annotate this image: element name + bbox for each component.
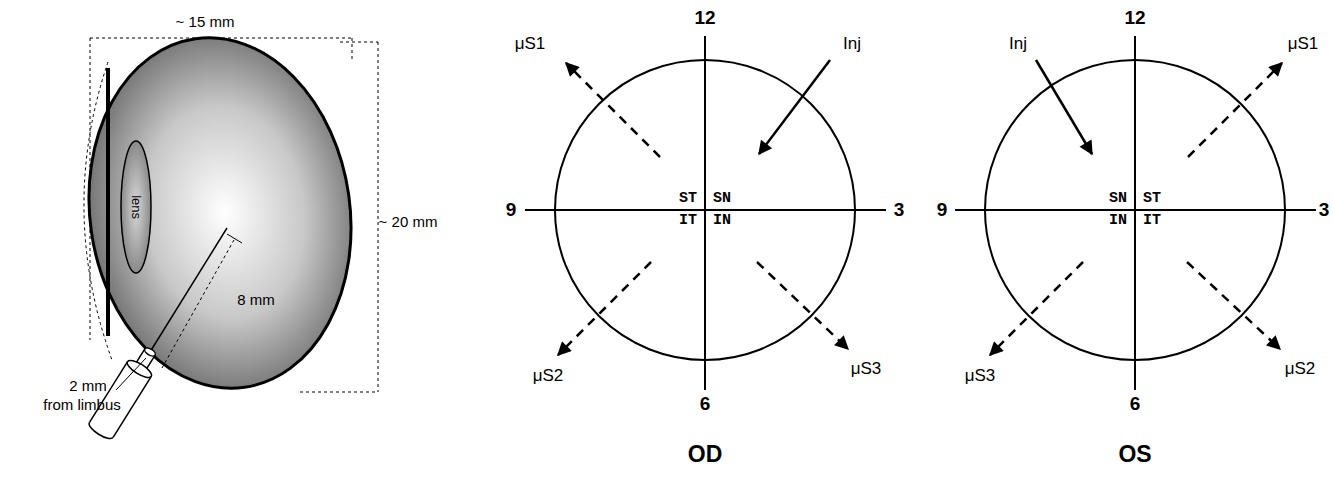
cornea-outline: [84, 62, 112, 360]
dimension-label: from limbus: [43, 397, 121, 414]
site-label: Inj: [843, 35, 861, 54]
leader-line: [116, 358, 146, 390]
site-label: μS1: [515, 35, 546, 54]
site-label: μS3: [851, 360, 882, 379]
dimension-label: 2 mm: [69, 378, 107, 395]
needle-track: [150, 228, 227, 352]
lens-shape: [121, 141, 151, 273]
quadrant-label: IT: [678, 213, 698, 230]
clock-number: 3: [1319, 200, 1330, 221]
site-label: μS1: [1288, 35, 1319, 54]
dimension-line: [162, 240, 234, 368]
part-name: lens: [129, 195, 143, 219]
dimension-label: ~ 20 mm: [379, 214, 438, 231]
site-label: μS2: [533, 367, 564, 386]
clock-number: 3: [894, 200, 905, 221]
quadrant-label: SN: [712, 191, 732, 208]
clock-number: 6: [1130, 394, 1141, 415]
site-label: μS3: [965, 367, 996, 386]
site-label: Inj: [1009, 35, 1027, 54]
od-diagram: [525, 36, 886, 390]
quadrant-label: IT: [1142, 213, 1162, 230]
quadrant-label: SN: [1108, 191, 1128, 208]
eye-caption: OS: [1118, 442, 1151, 467]
dimension-tick: [227, 234, 242, 243]
eye-caption: OD: [688, 442, 723, 467]
quadrant-label: ST: [678, 191, 698, 208]
dimension-label: 8 mm: [237, 292, 275, 309]
quadrant-label: IN: [1108, 213, 1128, 230]
os-diagram: [955, 36, 1316, 390]
clock-number: 12: [694, 8, 715, 29]
quadrant-label: ST: [1142, 191, 1162, 208]
quadrant-label: IN: [712, 213, 732, 230]
clock-number: 9: [506, 200, 517, 221]
clock-number: 6: [700, 394, 711, 415]
site-label: μS2: [1285, 360, 1316, 379]
iris-line: [106, 68, 110, 336]
dimension-label: ~ 15 mm: [176, 14, 235, 31]
eyeball: [67, 21, 373, 406]
clock-number: 12: [1124, 8, 1145, 29]
clock-number: 9: [937, 200, 948, 221]
